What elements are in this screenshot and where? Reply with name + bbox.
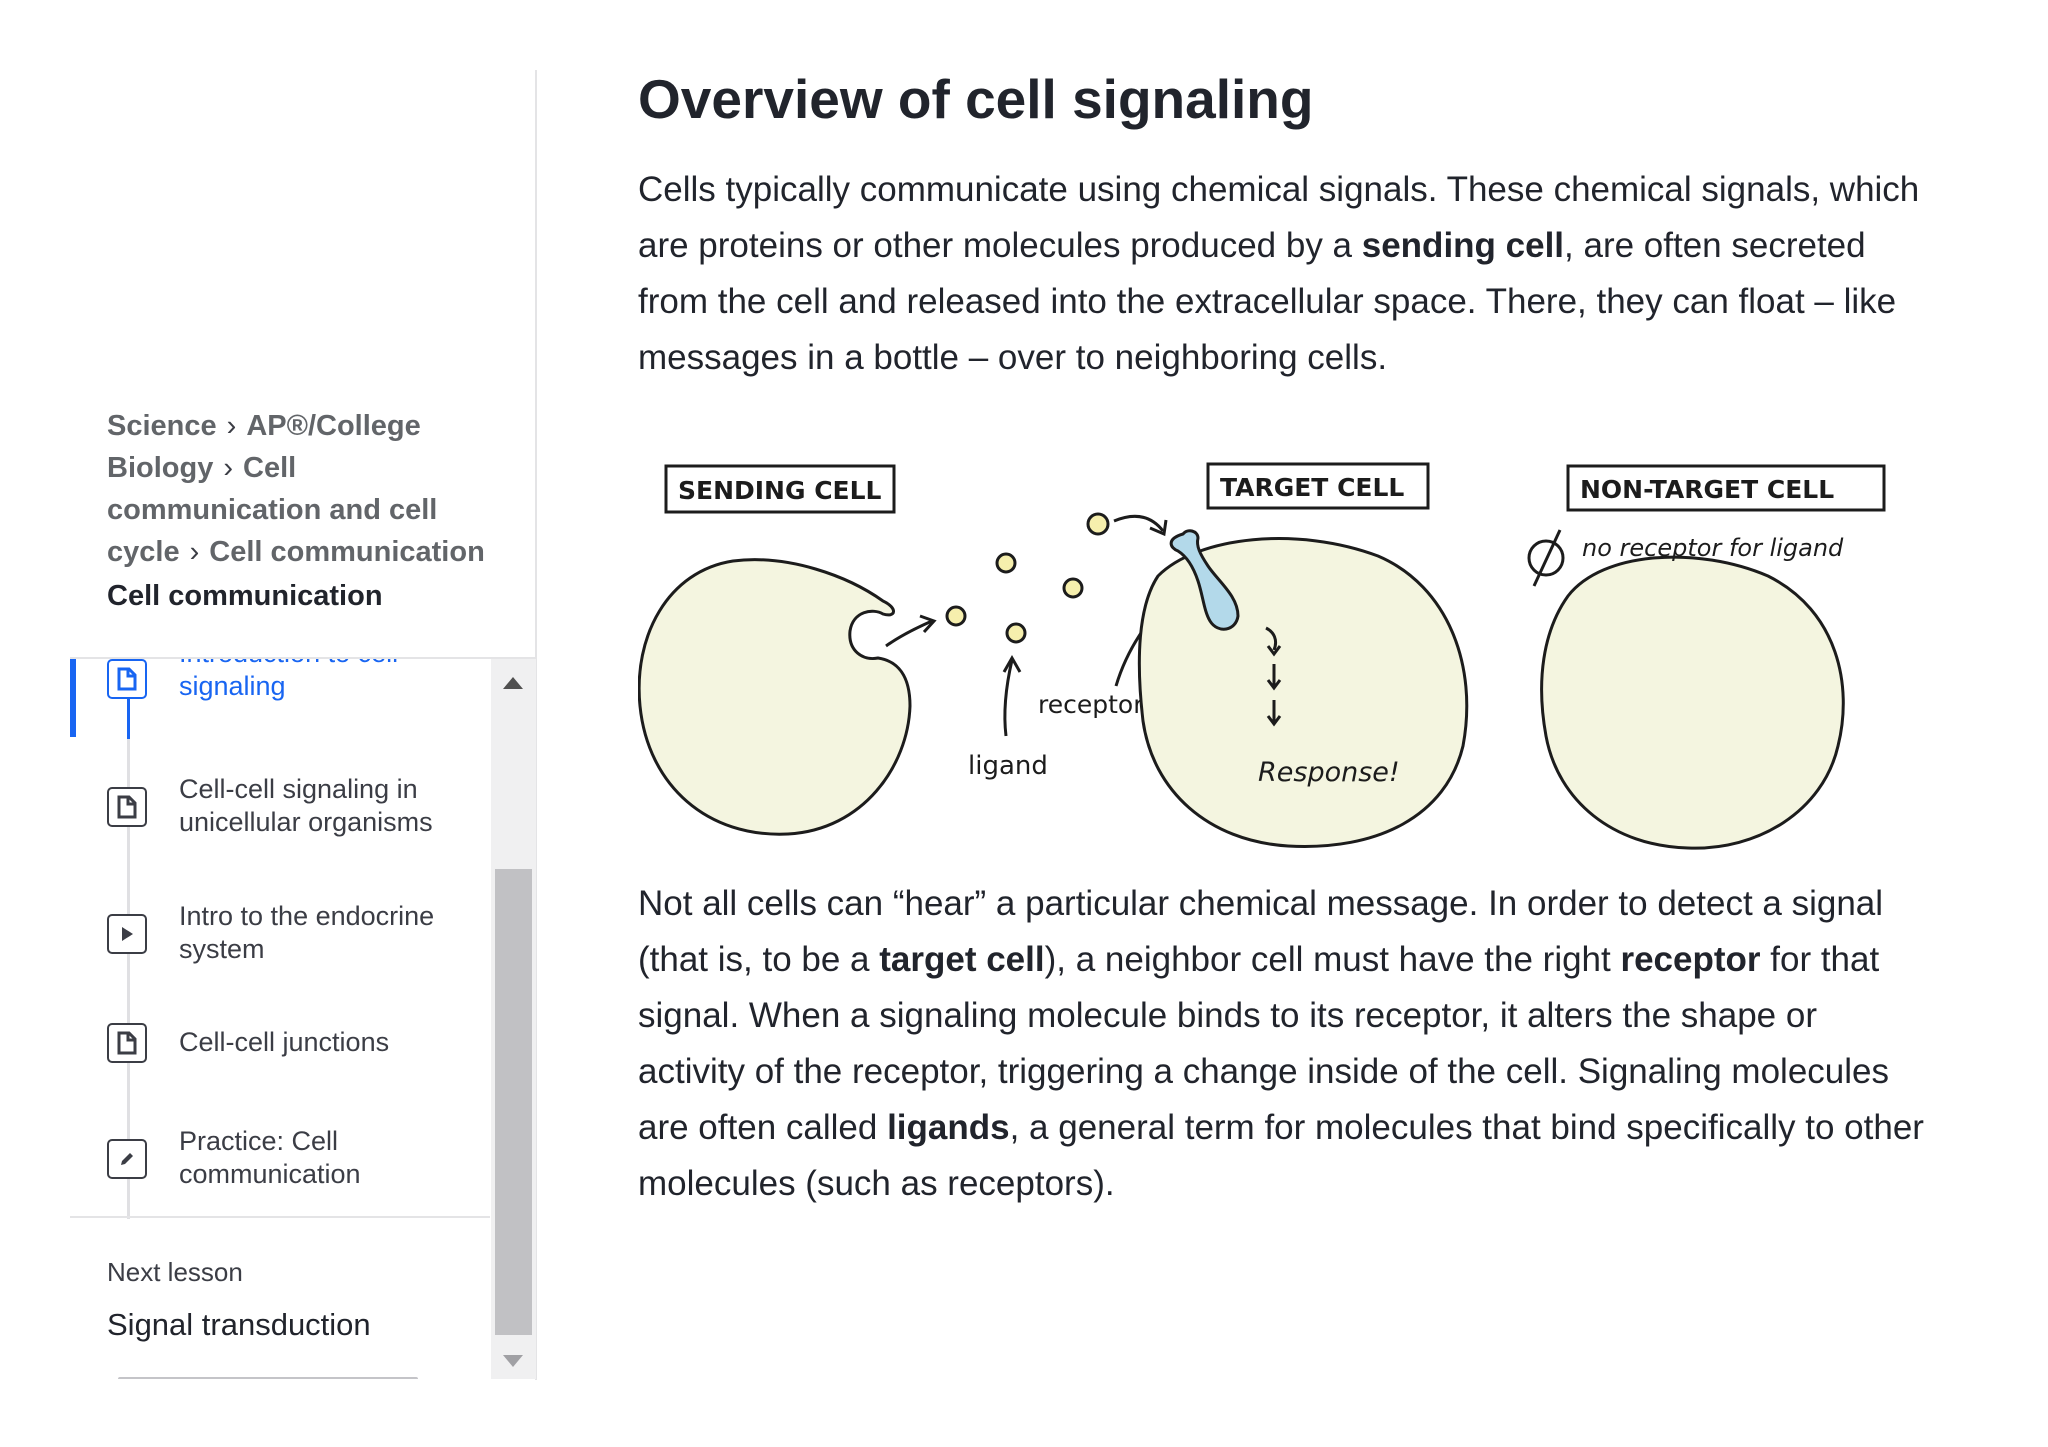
response-label: Response!	[1258, 757, 1400, 788]
term-target-cell: target cell	[879, 940, 1045, 979]
breadcrumb-science[interactable]: Science	[107, 410, 217, 442]
sidebar-divider	[70, 657, 536, 659]
next-lesson-label: Next lesson	[107, 1257, 243, 1287]
breadcrumb-ap-college-biology[interactable]: AP®/College Biology	[107, 410, 421, 484]
non-target-cell	[1540, 555, 1845, 850]
lesson-title-line: signaling	[179, 671, 286, 701]
page-title: Overview of cell signaling	[638, 68, 1314, 130]
breadcrumb-cell-communication-and-cycle[interactable]: Cell communication and cell cycle	[107, 452, 438, 568]
lesson-title-line: Cell-cell signaling in	[179, 774, 418, 804]
scroll-up-arrow-icon[interactable]	[503, 677, 523, 689]
term-ligands: ligands	[887, 1108, 1010, 1147]
empty-set-icon	[1527, 539, 1565, 577]
non-target-cell-label: NON-TARGET CELL	[1580, 475, 1834, 504]
term-receptor: receptor	[1620, 940, 1761, 979]
progress-track-active	[127, 659, 130, 739]
next-lesson-title: Signal transduction	[107, 1307, 371, 1342]
lesson-list[interactable]: Introduction to cell signaling Cell-cell…	[70, 659, 490, 1379]
target-cell	[1137, 537, 1469, 848]
lesson-title-line: Practice: Cell	[179, 1126, 339, 1156]
article: Overview of cell signaling Cells typical…	[638, 60, 1928, 1212]
receptor	[1169, 529, 1240, 631]
video-play-icon	[107, 914, 147, 954]
breadcrumb: Science›AP®/College Biology›Cell communi…	[107, 405, 517, 573]
lesson-title-line: Cell-cell junctions	[179, 1027, 390, 1057]
term-sending-cell: sending cell	[1361, 226, 1565, 265]
ligand-molecule	[945, 605, 967, 627]
sending-cell	[638, 558, 912, 836]
lesson-title-line: communication	[179, 1159, 361, 1189]
ligand-label: ligand	[968, 751, 1048, 781]
breadcrumb-cell-communication[interactable]: Cell communication	[209, 536, 485, 568]
cell-signaling-diagram: SENDING CELL TARGET CELL NON-TARGET CELL…	[638, 436, 1928, 876]
target-cell-label: TARGET CELL	[1220, 473, 1404, 502]
chevron-right-icon: ›	[226, 410, 237, 442]
receptor-label: receptor	[1038, 690, 1144, 719]
lesson-title-line: unicellular organisms	[179, 807, 433, 837]
sidebar-scrollbar[interactable]	[491, 659, 536, 1379]
ligand-molecule	[995, 552, 1017, 574]
lesson-title-line: Introduction to cell	[179, 659, 479, 670]
sending-cell-label: SENDING CELL	[678, 476, 882, 505]
cell-signaling-illustration: SENDING CELL TARGET CELL NON-TARGET CELL…	[638, 462, 1886, 850]
article-paragraph-2: Not all cells can “hear” a particular ch…	[638, 884, 1924, 1203]
pencil-icon	[107, 1139, 147, 1179]
no-receptor-note: no receptor for ligand	[1582, 534, 1844, 562]
scrollbar-thumb[interactable]	[495, 869, 532, 1335]
unit-title: Cell communication	[107, 580, 383, 612]
ligand-molecule	[1062, 577, 1084, 599]
article-paragraph-1: Cells typically communicate using chemic…	[638, 170, 1920, 377]
chevron-right-icon: ›	[189, 536, 200, 568]
ligand-molecule	[1005, 622, 1027, 644]
lesson-title-line: system	[179, 934, 265, 964]
lesson-title-line: Intro to the endocrine	[179, 901, 435, 931]
sidebar-divider	[535, 70, 537, 1380]
scroll-down-arrow-icon[interactable]	[503, 1355, 523, 1367]
article-icon	[107, 1023, 147, 1063]
chevron-right-icon: ›	[223, 452, 234, 484]
list-divider	[70, 1216, 490, 1218]
article-icon	[107, 787, 147, 827]
active-indicator	[70, 659, 76, 737]
ligand-molecule	[1086, 512, 1110, 536]
horizontal-scrollbar[interactable]	[118, 1377, 418, 1379]
article-icon	[107, 659, 147, 699]
